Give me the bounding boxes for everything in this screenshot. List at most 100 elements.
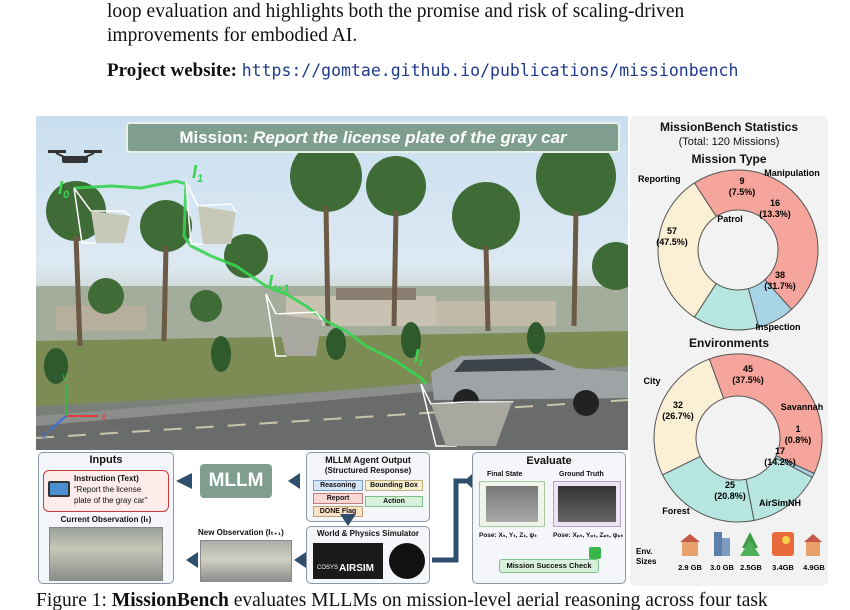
final-pose-label: Pose: Xₜ, Yₜ, Zₜ, ψₜ [479, 532, 537, 539]
svg-text:It+1: It+1 [268, 272, 289, 295]
frame-label: I [58, 178, 64, 198]
mission-type-count-patrol: 9 [739, 176, 744, 186]
environment-slice-city [653, 358, 725, 476]
env-size-value: 2.9 GB [678, 563, 702, 572]
inputs-box: Inputs Instruction (Text) “Report the li… [38, 452, 174, 584]
caption-name: MissionBench [111, 590, 229, 610]
new-observation-image [200, 540, 292, 582]
stats-subtitle: (Total: 120 Missions) [678, 136, 780, 148]
frame-label: I [268, 272, 274, 292]
mission-type-count-inspection: 38 [775, 270, 785, 280]
house-icon [680, 534, 700, 556]
env-size-value: 4.9GB [803, 563, 825, 572]
airsimnh-house-icon [804, 534, 822, 556]
environments-donut-chart: 45(37.5%)NH1(0.8%)Savannah17(14.2%)AirSi… [643, 353, 824, 523]
mission-type-count-reporting: 57 [667, 226, 677, 236]
frame-label: I [192, 162, 198, 182]
mllm-block: MLLM [200, 464, 272, 498]
simulator-title: World & Physics Simulator [316, 529, 420, 538]
airsim-logo: COSYS AIRSIM [313, 543, 383, 579]
evaluate-box: Evaluate Final State Ground Truth Pose: … [472, 452, 626, 584]
reasoning-tag: Reasoning [313, 480, 363, 491]
project-website-label: Project website: [107, 60, 237, 81]
instruction-box: Instruction (Text) “Report the license p… [43, 470, 169, 512]
mission-type-title: Mission Type [691, 152, 767, 166]
bounding-box-tag: Bounding Box [365, 480, 423, 491]
environment-count-forest: 25 [725, 480, 735, 490]
final-state-image [479, 481, 545, 527]
evaluate-title: Evaluate [526, 455, 572, 467]
mission-type-slice-reporting [693, 169, 819, 311]
ground-truth-image [553, 481, 621, 527]
env-size-value: 3.4GB [772, 563, 794, 572]
environment-name-savannah: Savannah [781, 402, 824, 412]
mission-type-donut-chart: 57(47.5%) Reporting 9(7.5%) Patrol 16(13.3%)… [638, 168, 820, 332]
frame-subscript: t+1 [273, 283, 289, 295]
current-observation-image [49, 527, 163, 581]
instruction-text: “Report the license [74, 485, 142, 494]
new-observation-label: New Observation (Iₜ₊₁) [198, 528, 284, 537]
mission-type-name-patrol: Patrol [717, 214, 743, 224]
environment-pct-nh: (37.5%) [732, 375, 764, 385]
forest-icon [740, 532, 760, 556]
report-tag: Report [313, 493, 363, 504]
environment-name-forest: Forest [662, 506, 690, 516]
environment-count-savannah: 1 [795, 424, 800, 434]
current-observation-label: Current Observation (Iₜ) [60, 515, 152, 524]
caption-prefix: Figure 1: [36, 590, 107, 610]
project-website-link[interactable]: https://gomtae.github.io/publications/mi… [241, 61, 739, 80]
mission-text: Report the license plate of the gray car [253, 128, 567, 147]
city-icon [714, 532, 730, 556]
drone-icon [48, 150, 102, 163]
instruction-title: Instruction (Text) [74, 474, 139, 483]
svg-text:I1: I1 [192, 162, 203, 185]
mission-type-pct-reporting: (47.5%) [656, 237, 688, 247]
mission-type-slice-inspection [657, 182, 717, 318]
axis-y-label: y [62, 372, 67, 383]
drone-trajectory [73, 179, 428, 385]
done-flag-tag: DONE Flag [313, 506, 363, 517]
pipeline-diagram: Inputs Instruction (Text) “Report the li… [36, 452, 628, 586]
environment-count-city: 32 [673, 400, 683, 410]
unreal-engine-logo [389, 543, 425, 579]
frame-subscript: 1 [197, 173, 203, 185]
savannah-icon [772, 532, 794, 556]
environment-count-airsimnh: 17 [775, 446, 785, 456]
simulator-box: World & Physics Simulator COSYS AIRSIM [306, 526, 430, 584]
axis-z-label: z [42, 430, 47, 441]
ground-truth-pose-label: Pose: Xₚₜ, Yₚₜ, Zₚₜ, ψₚₜ [553, 532, 624, 539]
svg-text:I0: I0 [58, 178, 70, 201]
mission-type-pct-manipulation: (13.3%) [759, 209, 791, 219]
environment-sizes: Env. Sizes 2.9 GB 3.0 GB 2.5GB 3.4GB 4.9… [636, 532, 825, 572]
missionbench-statistics-panel: MissionBench Statistics (Total: 120 Miss… [630, 116, 828, 586]
environments-title: Environments [688, 336, 769, 350]
env-size-value: 3.0 GB [710, 563, 734, 572]
mission-prefix: Mission: [179, 128, 249, 147]
agent-output-subtitle: (Structured Response) [324, 466, 412, 475]
env-sizes-label: Env. [636, 547, 652, 556]
paper-body-text: loop evaluation and highlights both the … [107, 0, 807, 48]
ground-truth-label: Ground Truth [559, 471, 604, 478]
aerial-scene-image: I0 I1 It+1 It x y z Mission: Report the … [36, 116, 628, 450]
mission-type-name-manipulation: Manipulation [764, 168, 820, 178]
figure-caption: Figure 1: MissionBench evaluates MLLMs o… [36, 590, 768, 610]
agent-output-title: MLLM Agent Output [325, 455, 411, 465]
inputs-title: Inputs [89, 454, 123, 466]
environment-pct-forest: (20.8%) [714, 491, 746, 501]
action-tag: Action [365, 496, 423, 507]
mission-type-name-reporting: Reporting [638, 174, 681, 184]
agent-output-box: MLLM Agent Output (Structured Response) … [306, 452, 430, 522]
frame-subscript: 0 [63, 189, 70, 201]
environment-name-airsimnh: AirSimNH [759, 498, 801, 508]
project-website: Project website: https://gomtae.github.i… [107, 60, 738, 82]
figure-1: I0 I1 It+1 It x y z Mission: Report the … [36, 116, 828, 586]
environment-pct-savannah: (0.8%) [785, 435, 812, 445]
svg-text:It: It [414, 346, 424, 369]
mission-type-pct-patrol: (7.5%) [729, 187, 756, 197]
environment-pct-airsimnh: (14.2%) [764, 457, 796, 467]
laptop-icon [48, 481, 70, 497]
mission-type-count-manipulation: 16 [770, 198, 780, 208]
frame-label: I [414, 346, 420, 366]
mission-type-pct-inspection: (31.7%) [764, 281, 796, 291]
env-sizes-label: Sizes [636, 557, 657, 566]
